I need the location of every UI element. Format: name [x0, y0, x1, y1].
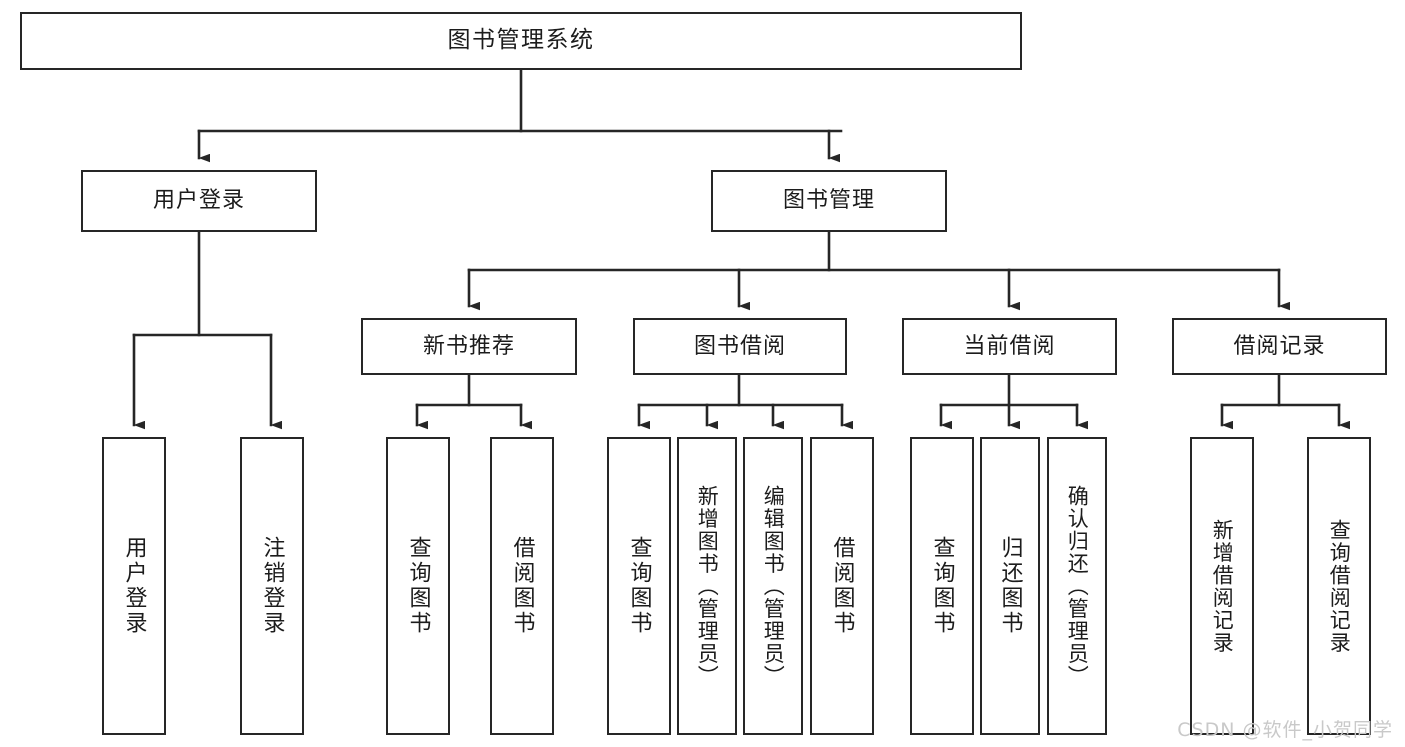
node-book-borrow[interactable]: 图书借阅 [633, 318, 847, 375]
leaf-borrow-book[interactable]: 借阅图书 [810, 437, 874, 735]
node-label: 用户登录 [121, 536, 147, 636]
leaf-logout-login[interactable]: 注销登录 [240, 437, 304, 735]
node-label: 查询图书 [929, 536, 955, 636]
leaf-query-borrow-record[interactable]: 查询借阅记录 [1307, 437, 1371, 735]
node-label: 查询图书 [405, 536, 431, 636]
node-current-borrow[interactable]: 当前借阅 [902, 318, 1117, 375]
node-book-management[interactable]: 图书管理 [711, 170, 947, 232]
node-label: 查询图书 [626, 536, 652, 636]
node-label: 图书管理 [782, 188, 875, 214]
node-label: 借阅图书 [509, 536, 535, 636]
leaf-return-book[interactable]: 归还图书 [980, 437, 1040, 735]
node-root-system[interactable]: 图书管理系统 [20, 12, 1022, 70]
node-label: 新增图书（管理员） [695, 484, 720, 688]
node-label: 新书推荐 [422, 333, 515, 359]
node-label: 归还图书 [997, 536, 1023, 636]
leaf-query-book-newbook[interactable]: 查询图书 [386, 437, 450, 735]
node-label: 借阅记录 [1233, 333, 1326, 359]
node-label: 用户登录 [152, 188, 245, 214]
leaf-query-book-borrow[interactable]: 查询图书 [607, 437, 671, 735]
node-new-book-recommend[interactable]: 新书推荐 [361, 318, 577, 375]
node-label: 查询借阅记录 [1327, 518, 1352, 654]
node-user-login[interactable]: 用户登录 [81, 170, 317, 232]
leaf-add-book-admin[interactable]: 新增图书（管理员） [677, 437, 737, 735]
node-label: 新增借阅记录 [1210, 518, 1235, 654]
leaf-borrow-book-newbook[interactable]: 借阅图书 [490, 437, 554, 735]
node-label: 编辑图书（管理员） [761, 484, 786, 688]
node-label: 注销登录 [259, 536, 285, 636]
node-label: 借阅图书 [829, 536, 855, 636]
node-label: 图书管理系统 [447, 27, 595, 54]
node-label: 图书借阅 [693, 333, 786, 359]
node-label: 确认归还（管理员） [1065, 484, 1090, 688]
leaf-edit-book-admin[interactable]: 编辑图书（管理员） [743, 437, 803, 735]
leaf-add-borrow-record[interactable]: 新增借阅记录 [1190, 437, 1254, 735]
node-borrow-record[interactable]: 借阅记录 [1172, 318, 1387, 375]
node-label: 当前借阅 [963, 333, 1056, 359]
leaf-query-book-current[interactable]: 查询图书 [910, 437, 974, 735]
leaf-confirm-return-admin[interactable]: 确认归还（管理员） [1047, 437, 1107, 735]
leaf-user-login[interactable]: 用户登录 [102, 437, 166, 735]
